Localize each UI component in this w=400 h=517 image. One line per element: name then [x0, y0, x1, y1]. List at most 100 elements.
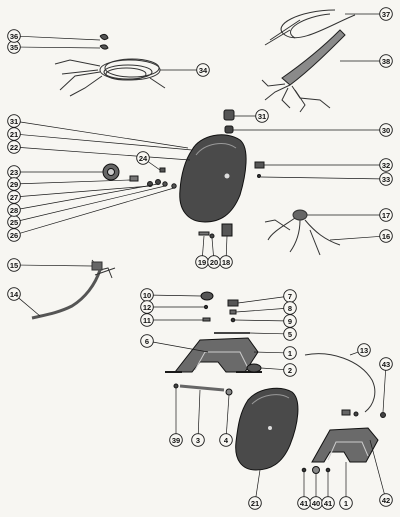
callout-circle — [248, 496, 262, 510]
callout-circle — [283, 363, 297, 377]
leader-line-7 — [237, 296, 284, 304]
leader-line-33 — [260, 176, 380, 180]
callout-25: 25 — [7, 215, 21, 229]
leader-line-18 — [225, 235, 228, 256]
callout-number: 7 — [288, 292, 292, 301]
callout-17: 17 — [379, 208, 393, 222]
callout-number: 8 — [288, 304, 292, 313]
callout-21: 21 — [248, 496, 262, 510]
callout-circle — [255, 109, 269, 123]
callout-number: 38 — [382, 57, 390, 66]
leader-line-28 — [20, 183, 159, 210]
callout-36: 36 — [7, 29, 21, 43]
callout-32: 32 — [379, 158, 393, 172]
callout-number: 42 — [382, 496, 390, 505]
callout-number: 14 — [10, 290, 19, 299]
callout-10: 10 — [140, 288, 154, 302]
callout-number: 26 — [10, 231, 18, 240]
callout-circle — [283, 346, 297, 360]
callout-circle — [7, 203, 21, 217]
callout-11: 11 — [140, 313, 154, 327]
callout-number: 5 — [288, 330, 292, 339]
callout-13: 13 — [357, 343, 371, 357]
callout-number: 18 — [222, 258, 230, 267]
callout-number: 4 — [224, 436, 229, 445]
leader-line-42 — [369, 439, 385, 494]
leader-line-1 — [253, 351, 284, 354]
callout-number: 20 — [210, 258, 218, 267]
callout-number: 34 — [199, 66, 208, 75]
callout-circle — [7, 29, 21, 43]
callout-circle — [379, 54, 393, 68]
leader-line-16 — [329, 236, 380, 241]
leader-line-9 — [234, 319, 284, 322]
callout-number: 43 — [382, 360, 390, 369]
callout-number: 1 — [344, 499, 348, 508]
leader-lines — [18, 13, 386, 497]
callout-42: 42 — [379, 493, 393, 507]
callout-38: 38 — [379, 54, 393, 68]
callout-number: 31 — [10, 117, 18, 126]
leader-line-19 — [202, 235, 205, 256]
callout-circle — [169, 433, 183, 447]
callout-28: 28 — [7, 203, 21, 217]
callout-number: 35 — [10, 43, 18, 52]
callout-circle — [379, 158, 393, 172]
part-switch-bracket — [198, 223, 233, 239]
part-lower-cover — [235, 387, 299, 471]
callout-29: 29 — [7, 177, 21, 191]
leader-line-20 — [211, 237, 214, 256]
callout-number: 6 — [145, 337, 149, 346]
callout-circle — [7, 258, 21, 272]
callout-circle — [297, 496, 311, 510]
callout-3: 3 — [191, 433, 205, 447]
callout-circle — [357, 343, 371, 357]
callout-number: 39 — [172, 436, 180, 445]
leader-line-31 — [20, 121, 189, 149]
callout-circle — [140, 334, 154, 348]
callout-7: 7 — [283, 289, 297, 303]
callout-43: 43 — [379, 357, 393, 371]
callout-circle — [379, 172, 393, 186]
leader-line-35 — [20, 46, 101, 49]
part-lower-base-plate — [311, 427, 379, 463]
callout-number: 23 — [10, 168, 18, 177]
callout-circle — [7, 140, 21, 154]
callout-number: 22 — [10, 143, 18, 152]
callout-41: 41 — [297, 496, 311, 510]
callout-24: 24 — [136, 151, 150, 165]
callout-circle — [379, 208, 393, 222]
callout-circle — [379, 493, 393, 507]
callout-number: 28 — [10, 206, 18, 215]
part-rubber-foot — [246, 363, 262, 373]
callout-circle — [7, 228, 21, 242]
callout-33: 33 — [379, 172, 393, 186]
part-clip — [99, 33, 109, 50]
callout-9: 9 — [283, 314, 297, 328]
callout-15: 15 — [7, 258, 21, 272]
callout-12: 12 — [140, 300, 154, 314]
callout-number: 37 — [382, 10, 390, 19]
part-wiring-harness — [54, 58, 166, 97]
leader-line-15 — [20, 264, 93, 267]
callout-number: 30 — [382, 126, 390, 135]
callout-number: 33 — [382, 175, 390, 184]
leader-line-8 — [235, 308, 284, 313]
part-idle-adjust — [200, 291, 214, 322]
callout-number: 11 — [143, 316, 151, 325]
callout-8: 8 — [283, 301, 297, 315]
callout-circle — [283, 314, 297, 328]
callout-number: 12 — [143, 303, 151, 312]
part-shift-cable — [304, 353, 376, 413]
callout-circle — [7, 287, 21, 301]
part-throttle-linkage — [31, 259, 116, 320]
callout-19: 19 — [195, 255, 209, 269]
part-grommet — [223, 109, 235, 134]
callout-circle — [339, 496, 353, 510]
callout-number: 29 — [10, 180, 18, 189]
callout-2: 2 — [283, 363, 297, 377]
callout-circle — [136, 151, 150, 165]
part-base-plate — [165, 337, 262, 373]
